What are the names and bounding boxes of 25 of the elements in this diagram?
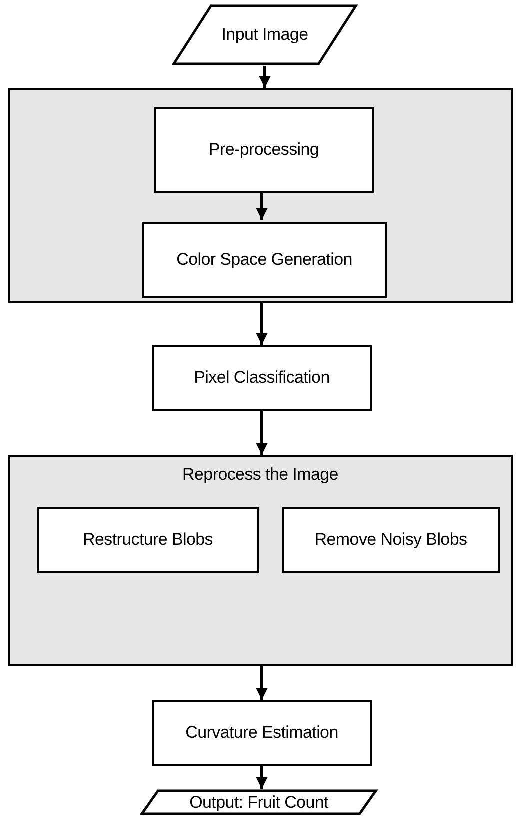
arrow: [256, 766, 268, 789]
node-label: Color Space Generation: [176, 250, 352, 270]
arrow: [256, 303, 268, 345]
arrow: [256, 666, 268, 700]
process-box: [142, 222, 387, 298]
node-label: Remove Noisy Blobs: [314, 530, 468, 550]
arrow: [256, 411, 268, 455]
arrow: [259, 66, 271, 88]
process-box: [37, 507, 259, 573]
group-panel: [8, 455, 513, 666]
input-parallelogram: [172, 4, 358, 66]
group-panel: [8, 88, 513, 303]
node-label: Output: Fruit Count: [190, 793, 328, 813]
process-box: [282, 507, 500, 573]
process-box: [154, 107, 374, 193]
node-label: Pre-processing: [208, 140, 320, 160]
node-label: Restructure Blobs: [82, 530, 213, 550]
process-box: [152, 700, 372, 766]
arrow: [256, 191, 268, 220]
group-heading: Reprocess the Image: [182, 465, 338, 485]
node-label: Input Image: [222, 25, 308, 45]
node-label: Curvature Estimation: [186, 723, 338, 743]
node-label: Pixel Classification: [194, 368, 330, 388]
process-box: [152, 345, 372, 411]
output-parallelogram: [140, 789, 378, 816]
